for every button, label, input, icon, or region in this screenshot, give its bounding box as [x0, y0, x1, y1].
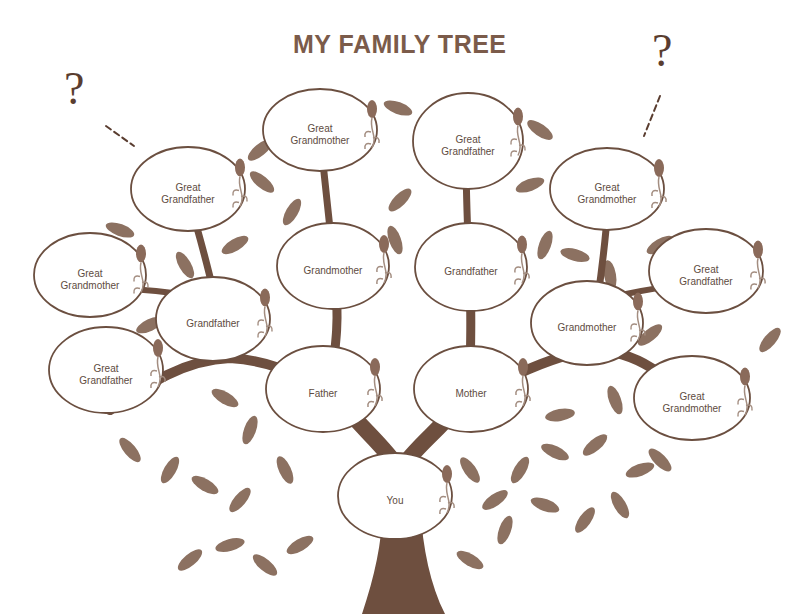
family-member-oval: Grandfather — [414, 222, 528, 312]
family-member-oval: Great Grandmother — [33, 232, 147, 318]
family-member-oval: Mother — [413, 345, 529, 433]
family-member-oval: Grandmother — [530, 280, 644, 366]
family-member-oval: Grandmother — [276, 222, 390, 310]
member-label: Great Grandmother — [571, 182, 643, 206]
member-label: Great Grandfather — [70, 363, 142, 387]
member-label: Grandfather — [435, 266, 507, 278]
member-label: Mother — [435, 388, 507, 400]
question-mark: ? — [64, 66, 84, 112]
family-member-oval: Great Grandmother — [549, 147, 665, 231]
page-title: MY FAMILY TREE — [293, 30, 507, 59]
member-label: Grandmother — [297, 265, 369, 277]
family-member-oval: Great Grandfather — [48, 326, 164, 414]
member-label: Great Grandfather — [432, 134, 504, 158]
family-member-oval: Great Grandfather — [130, 146, 246, 232]
member-label: Father — [287, 388, 359, 400]
family-member-oval: Great Grandmother — [262, 88, 378, 172]
member-label: Great Grandmother — [284, 123, 356, 147]
member-label: Great Grandmother — [54, 268, 126, 292]
family-member-oval: You — [337, 452, 453, 540]
family-member-oval: Great Grandfather — [412, 92, 524, 190]
member-label: Grandmother — [551, 322, 623, 334]
member-label: Great Grandfather — [152, 182, 224, 206]
question-mark: ? — [652, 28, 672, 74]
family-member-oval: Grandfather — [155, 276, 271, 362]
family-member-oval: Great Grandfather — [648, 228, 764, 314]
family-member-oval: Father — [265, 345, 381, 433]
member-label: Grandfather — [177, 318, 249, 330]
member-label: Great Grandmother — [656, 391, 728, 415]
member-label: You — [359, 495, 431, 507]
family-member-oval: Great Grandmother — [633, 355, 751, 441]
member-label: Great Grandfather — [670, 264, 742, 288]
